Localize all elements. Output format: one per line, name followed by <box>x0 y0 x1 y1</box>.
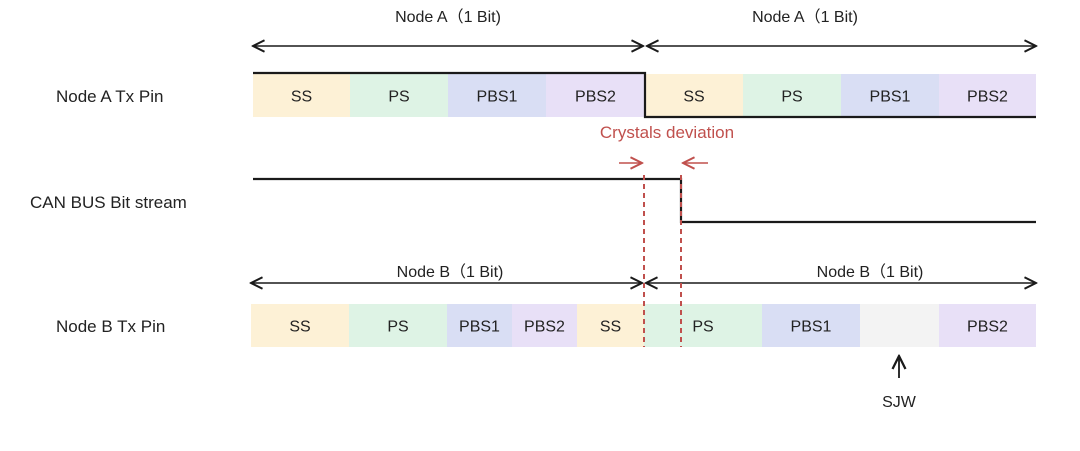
row-label-node-a-tx-pin: Node A Tx Pin <box>56 87 163 106</box>
node-a-segment-8-label: PBS2 <box>967 89 1008 106</box>
node-a-signal-line <box>253 71 1036 119</box>
node-a-segment-4-label: PBS2 <box>575 89 616 106</box>
node-b-segment-6-label: PS <box>692 319 713 336</box>
node-b-segments: SS PS PBS1 PBS2 SS PS PBS1 PBS2 <box>251 304 1036 347</box>
sjw-label: SJW <box>882 394 917 411</box>
node-b-segment-4-pbs2 <box>512 304 577 347</box>
node-b-segment-3-pbs1 <box>447 304 512 347</box>
node-a-segment-6-ps <box>743 74 841 117</box>
node-b-segment-6-ps <box>644 304 762 347</box>
node-b-segment-7-pbs1 <box>762 304 860 347</box>
node-b-segment-7-label: PBS1 <box>791 319 832 336</box>
node-b-segment-4-label: PBS2 <box>524 319 565 336</box>
node-b-segment-1-ss <box>251 304 349 347</box>
row-label-can-bus-bit-stream: CAN BUS Bit stream <box>30 193 187 212</box>
node-b-segment-2-label: PS <box>387 319 408 336</box>
node-b-segment-9-label: PBS2 <box>967 319 1008 336</box>
node-a-segment-5-ss <box>645 74 743 117</box>
node-a-segment-4-pbs2 <box>546 74 645 117</box>
node-a-segments: SS PS PBS1 PBS2 SS PS PBS1 PBS2 <box>253 74 1036 117</box>
crystals-deviation-label: Crystals deviation <box>600 123 734 142</box>
node-a-segment-2-label: PS <box>388 89 409 106</box>
node-a-bit-label-2: Node A（1 Bit) <box>752 8 858 26</box>
node-b-segment-9-pbs2 <box>939 304 1036 347</box>
node-a-segment-5-label: SS <box>683 89 704 106</box>
node-b-segment-1-label: SS <box>289 319 310 336</box>
node-a-segment-3-label: PBS1 <box>477 89 518 106</box>
node-a-segment-1-ss <box>253 74 350 117</box>
node-b-segment-8-sjw <box>860 304 939 347</box>
node-a-segment-3-pbs1 <box>448 74 546 117</box>
row-label-node-b-tx-pin: Node B Tx Pin <box>56 317 165 336</box>
node-b-bit-label-1: Node B（1 Bit) <box>397 263 504 281</box>
node-a-segment-2-ps <box>350 74 448 117</box>
node-a-segment-6-label: PS <box>781 89 802 106</box>
node-b-segment-2-ps <box>349 304 447 347</box>
node-a-segment-7-label: PBS1 <box>870 89 911 106</box>
node-a-segment-7-pbs1 <box>841 74 939 117</box>
node-b-segment-5-label: SS <box>600 319 621 336</box>
can-bus-signal-line <box>253 177 1036 224</box>
node-b-segment-5-ss <box>577 304 644 347</box>
node-a-bit-label-1: Node A（1 Bit) <box>395 8 501 26</box>
node-b-segment-3-label: PBS1 <box>459 319 500 336</box>
node-a-segment-1-label: SS <box>291 89 312 106</box>
node-a-segment-8-pbs2 <box>939 74 1036 117</box>
node-b-bit-label-2: Node B（1 Bit) <box>817 263 924 281</box>
